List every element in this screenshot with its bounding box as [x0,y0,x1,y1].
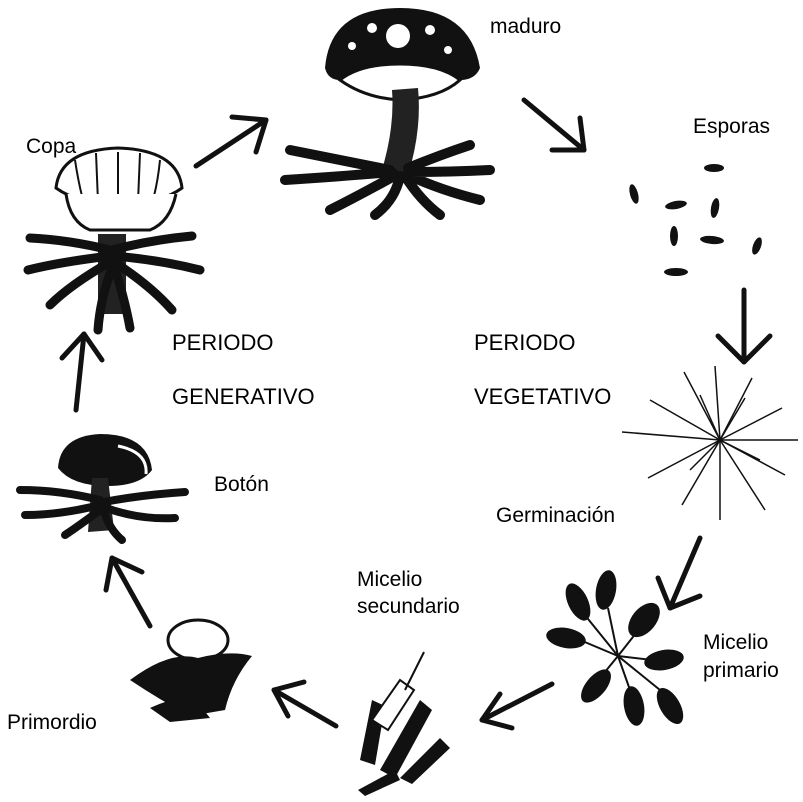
label-micelio-secundario-line1: Micelio [357,567,422,592]
label-micelio-primario-line2: primario [703,658,779,683]
primary-mycelium-illustration [545,569,689,729]
button-stage-illustration [20,434,185,540]
arrow-mature-to-spores [524,100,584,150]
label-primordio: Primordio [7,710,97,735]
arrow-button-to-cup [62,334,102,410]
arrow-primary-to-secondary [482,684,552,728]
label-germinacion: Germinación [496,503,615,528]
label-periodo-generativo-line2: GENERATIVO [172,384,315,410]
label-maduro: maduro [490,14,561,39]
spores-illustration [628,164,764,276]
arrow-cup-to-mature [196,117,266,166]
mature-mushroom-illustration [285,8,490,215]
label-copa: Copa [26,134,76,159]
label-micelio-secundario-line2: secundario [357,594,460,619]
label-periodo-vegetativo-line2: VEGETATIVO [474,384,611,410]
label-periodo-vegetativo-line1: PERIODO [474,330,575,356]
cup-stage-illustration [28,148,200,330]
label-boton: Botón [214,472,269,497]
arrow-primordium-to-button [106,558,150,626]
arrow-germination-to-primary [658,538,700,608]
arrow-spores-to-germination [718,290,770,362]
germination-illustration [622,366,798,520]
label-esporas: Esporas [693,114,770,139]
label-periodo-generativo-line1: PERIODO [172,330,273,356]
label-micelio-primario-line1: Micelio [703,630,768,655]
primordium-illustration [130,620,252,722]
secondary-mycelium-illustration [358,652,450,796]
arrow-secondary-to-primordium [274,682,336,726]
